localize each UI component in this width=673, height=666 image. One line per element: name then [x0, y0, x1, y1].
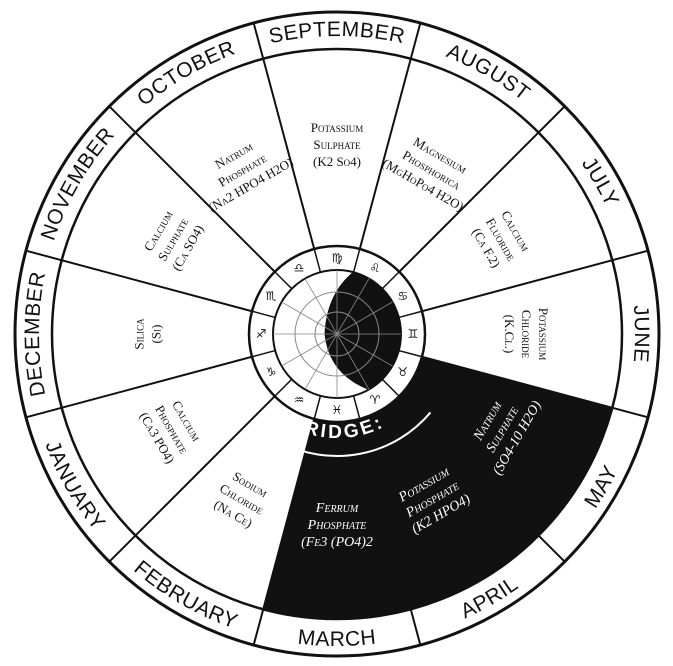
zodiac-sign: ♎ — [294, 261, 305, 275]
zodiac-sign: ♌ — [370, 261, 381, 275]
zodiac-sign: ♐ — [256, 327, 267, 341]
salt-label-line: Potassium — [311, 120, 364, 135]
salt-label-line: Sulphate — [313, 137, 361, 152]
month-label-text: JUNE — [629, 304, 653, 363]
zodiac-sign: ♓ — [332, 403, 343, 417]
month-label: JUNE — [629, 304, 653, 363]
wheel-shapes — [15, 12, 659, 656]
zodiac-sign: ♏ — [266, 289, 277, 303]
zodiac-sign: ♈ — [370, 393, 381, 407]
salt-label-line: Ferrum — [315, 501, 359, 516]
zodiac-sign: ♋ — [397, 289, 408, 303]
salt-label-line: Potassium — [536, 308, 551, 361]
salt-label-line: (Fe3 (PO4)2 — [301, 535, 373, 550]
salt-label-line: (Si) — [149, 325, 164, 344]
zodiac-sign: ♉ — [397, 365, 408, 379]
salt-label-line: Silica — [132, 318, 147, 350]
salt-label-line: Chloride — [519, 310, 534, 359]
salt-label-line: (K.Cl.) — [502, 315, 517, 354]
salt-label-line: Phosphate — [307, 518, 367, 533]
zodiac-sign: ♊ — [408, 327, 419, 341]
month-label-text: MARCH — [297, 626, 377, 651]
salt-label-line: (K2 So4) — [313, 154, 361, 169]
zodiac-sign: ♑ — [266, 365, 277, 379]
month-label: MARCH — [297, 626, 377, 651]
zodiac-sign: ♒ — [294, 393, 305, 407]
zodiac-sign: ♍ — [332, 251, 343, 265]
